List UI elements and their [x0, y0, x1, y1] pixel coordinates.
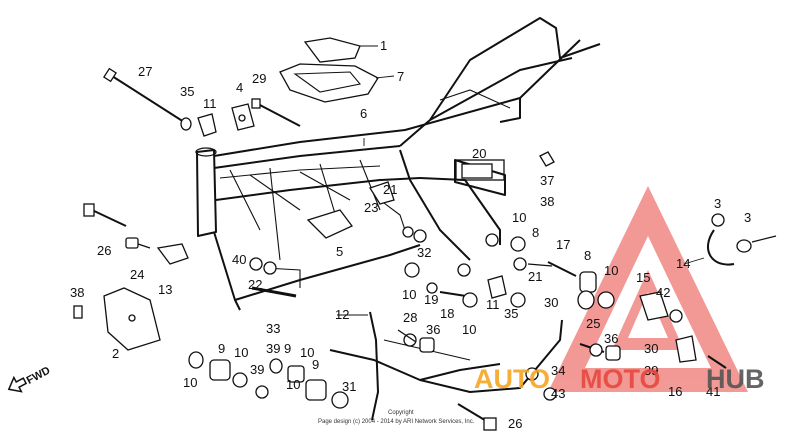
callout: 10: [183, 375, 197, 390]
callout: 16: [668, 384, 682, 399]
callout: 39: [644, 363, 658, 378]
fwd-arrow-icon: [7, 375, 28, 393]
callout: 1: [380, 38, 387, 53]
copyright-line-1: Copyright: [388, 410, 414, 416]
callout: 26: [508, 416, 522, 431]
callout: 25: [586, 316, 600, 331]
leader-lines: [337, 45, 705, 316]
callout: 30: [644, 341, 658, 356]
main-frame: [195, 17, 601, 311]
callout: 36: [426, 322, 440, 337]
fwd-indicator: FWD: [7, 365, 53, 393]
callout: 3: [744, 210, 751, 225]
callout: 6: [360, 106, 367, 121]
callout: 7: [397, 69, 404, 84]
callout: 10: [604, 263, 618, 278]
watermark-text-hub: HUB: [706, 364, 765, 394]
callout: 10: [234, 345, 248, 360]
callout: 26: [97, 243, 111, 258]
callout: 10: [512, 210, 526, 225]
callout: 32: [417, 245, 431, 260]
callout: 12: [335, 307, 349, 322]
callout: 22: [248, 277, 262, 292]
callout: 9: [284, 341, 291, 356]
callout: 39: [266, 341, 280, 356]
callout: 39: [250, 362, 264, 377]
callout: 2: [112, 346, 119, 361]
callout: 10: [286, 377, 300, 392]
callout: 4: [236, 80, 243, 95]
callout: 18: [440, 306, 454, 321]
callout: 40: [232, 252, 246, 267]
callout: 42: [656, 285, 670, 300]
callout: 28: [403, 310, 417, 325]
callout: 3: [714, 196, 721, 211]
callout: 11: [486, 297, 500, 312]
callout: 33: [266, 321, 280, 336]
callout: 17: [556, 237, 570, 252]
callout: 35: [180, 84, 194, 99]
callout: 21: [528, 269, 542, 284]
callout: 27: [138, 64, 152, 79]
watermark-wordmark: AUTO MOTO HUB: [474, 364, 765, 394]
watermark-text-auto: AUTO: [474, 364, 550, 394]
callout: 38: [540, 194, 554, 209]
callout: 30: [544, 295, 558, 310]
callout: 19: [424, 292, 438, 307]
callout: 11: [203, 96, 217, 111]
callout: 21: [383, 182, 397, 197]
callout: 20: [472, 146, 486, 161]
callout: 8: [584, 248, 591, 263]
callout: 31: [342, 379, 356, 394]
callout: 43: [551, 386, 565, 401]
callout: 10: [402, 287, 416, 302]
callout: 36: [604, 331, 618, 346]
callout: 8: [532, 225, 539, 240]
callout: 9: [218, 341, 225, 356]
fwd-label: FWD: [25, 365, 53, 387]
callout: 24: [130, 267, 144, 282]
copyright-line-2: Page design (c) 2004 - 2014 by ARI Netwo…: [318, 419, 475, 425]
callout: 10: [462, 322, 476, 337]
callout-labels: 1 7 27 35 11 4 29 6 20 37 38 21 23 5 26 …: [70, 38, 751, 431]
watermark-text-moto: MOTO: [580, 364, 661, 394]
callout: 37: [540, 173, 554, 188]
callout: 10: [300, 345, 314, 360]
callout: 5: [336, 244, 343, 259]
callout: 35: [504, 306, 518, 321]
callout: 15: [636, 270, 650, 285]
callout: 23: [364, 200, 378, 215]
callout: 41: [706, 384, 720, 399]
callout: 29: [252, 71, 266, 86]
callout: 38: [70, 285, 84, 300]
callout: 14: [676, 256, 690, 271]
callout: 9: [312, 357, 319, 372]
callout: 13: [158, 282, 172, 297]
callout: 34: [551, 363, 565, 378]
